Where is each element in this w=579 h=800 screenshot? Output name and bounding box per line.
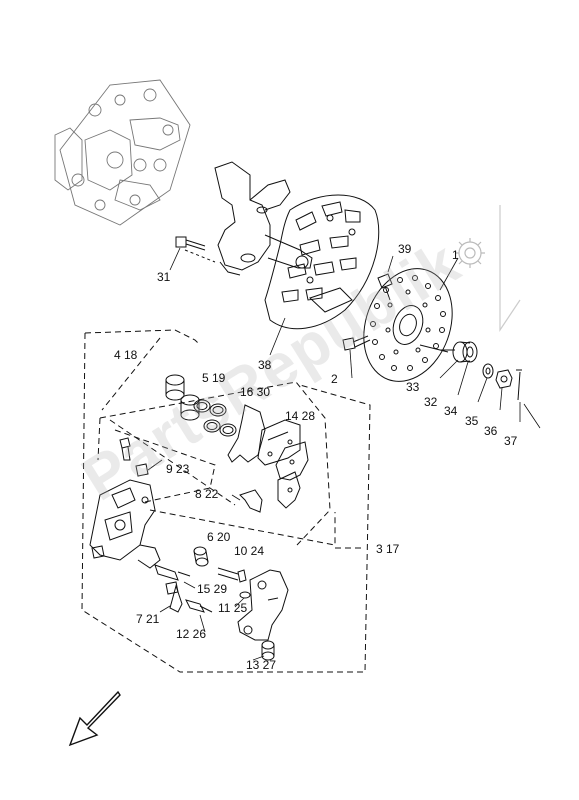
label-7-21: 7 21 — [136, 612, 160, 626]
bearing-stack — [452, 341, 522, 401]
leader-lines — [147, 247, 541, 661]
brake-disc-1 — [363, 268, 455, 382]
label-9-23: 9 23 — [166, 462, 190, 476]
bolt-2 — [342, 335, 371, 351]
label-2: 2 — [331, 372, 338, 386]
spring-clip-30 — [227, 404, 266, 463]
steering-knuckle — [214, 161, 313, 276]
brake-pads-28 — [257, 419, 309, 481]
label-34: 34 — [444, 404, 458, 418]
label-4-18: 4 18 — [114, 348, 138, 362]
label-32: 32 — [424, 395, 438, 409]
label-39: 39 — [398, 242, 412, 256]
pin-12 — [185, 599, 213, 613]
ring-11 — [239, 591, 251, 599]
label-10-24: 10 24 — [234, 544, 265, 558]
retainer-22 — [239, 471, 301, 513]
label-6-20: 6 20 — [207, 530, 231, 544]
label-38: 38 — [258, 358, 272, 372]
label-33: 33 — [406, 380, 420, 394]
slide-pin-15 — [154, 564, 191, 581]
bolt-39 — [377, 273, 393, 301]
pin-10 — [217, 567, 247, 583]
label-15-29: 15 29 — [197, 582, 228, 596]
disc-guard-38 — [264, 194, 380, 330]
caliper-body — [89, 479, 161, 569]
bleed-screw-23 — [119, 437, 149, 477]
label-1: 1 — [452, 248, 459, 262]
label-3-17: 3 17 — [376, 542, 400, 556]
label-36: 36 — [484, 424, 498, 438]
label-5-19: 5 19 — [202, 371, 226, 385]
bracket — [237, 569, 289, 641]
bolt-31 — [175, 236, 216, 263]
label-35: 35 — [465, 414, 479, 428]
label-37: 37 — [504, 434, 518, 448]
seals-19 — [193, 399, 237, 437]
label-31: 31 — [157, 270, 171, 284]
bushing-6 — [193, 546, 209, 567]
bolt-7 — [165, 581, 183, 613]
gear-icon — [455, 205, 521, 332]
reference-assembly — [54, 79, 191, 226]
label-11-25: 11 25 — [218, 601, 248, 615]
label-14-28: 14 28 — [285, 409, 316, 423]
label-8-22: 8 22 — [195, 487, 219, 501]
bushing-13 — [261, 640, 275, 661]
direction-arrow — [68, 690, 121, 747]
label-12-26: 12 26 — [176, 627, 207, 641]
caliper-outline-box — [81, 329, 371, 673]
label-13-27: 13 27 — [246, 658, 277, 672]
label-16-30: 16 30 — [240, 385, 271, 399]
piston-18 — [165, 374, 200, 421]
